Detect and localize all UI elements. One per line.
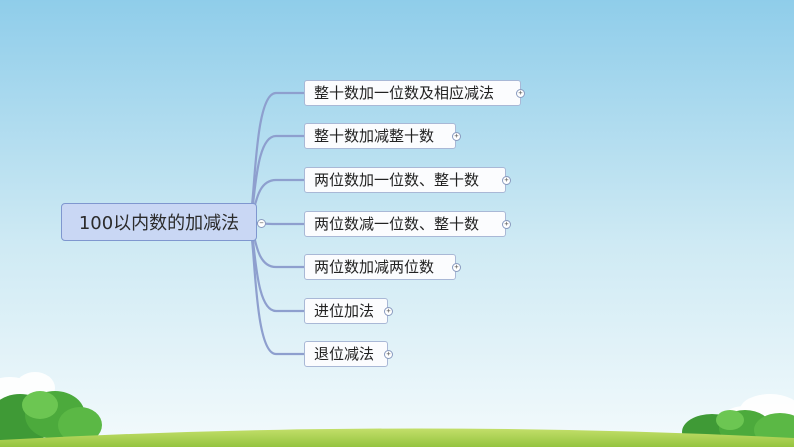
child-3-collapse-toggle[interactable]: + <box>502 176 511 185</box>
child-1-collapse-toggle[interactable]: + <box>516 89 525 98</box>
grass-hill <box>0 428 794 447</box>
child-topic-5[interactable]: 两位数加减两位数 <box>304 254 456 280</box>
child-4-collapse-toggle[interactable]: + <box>502 220 511 229</box>
root-collapse-toggle[interactable]: − <box>257 219 266 228</box>
child-topic-label: 整十数加减整十数 <box>314 127 435 145</box>
child-6-collapse-toggle[interactable]: + <box>384 307 393 316</box>
child-topic-label: 进位加法 <box>314 302 375 320</box>
child-topic-label: 两位数减一位数、整十数 <box>314 215 480 233</box>
root-topic-label: 100以内数的加减法 <box>78 213 240 234</box>
child-topic-label: 两位数加减两位数 <box>314 258 435 276</box>
child-topic-label: 两位数加一位数、整十数 <box>314 171 480 189</box>
child-topic-2[interactable]: 整十数加减整十数 <box>304 123 456 149</box>
child-2-collapse-toggle[interactable]: + <box>452 132 461 141</box>
child-topic-3[interactable]: 两位数加一位数、整十数 <box>304 167 506 193</box>
child-topic-label: 退位减法 <box>314 345 375 363</box>
child-7-collapse-toggle[interactable]: + <box>384 350 393 359</box>
root-topic[interactable]: 100以内数的加减法 <box>61 203 257 241</box>
child-topic-4[interactable]: 两位数减一位数、整十数 <box>304 211 506 237</box>
child-5-collapse-toggle[interactable]: + <box>452 263 461 272</box>
child-topic-1[interactable]: 整十数加一位数及相应减法 <box>304 80 521 106</box>
bush-left <box>0 391 102 446</box>
child-topic-7[interactable]: 退位减法 <box>304 341 388 367</box>
child-topic-6[interactable]: 进位加法 <box>304 298 388 324</box>
child-topic-label: 整十数加一位数及相应减法 <box>314 84 495 102</box>
